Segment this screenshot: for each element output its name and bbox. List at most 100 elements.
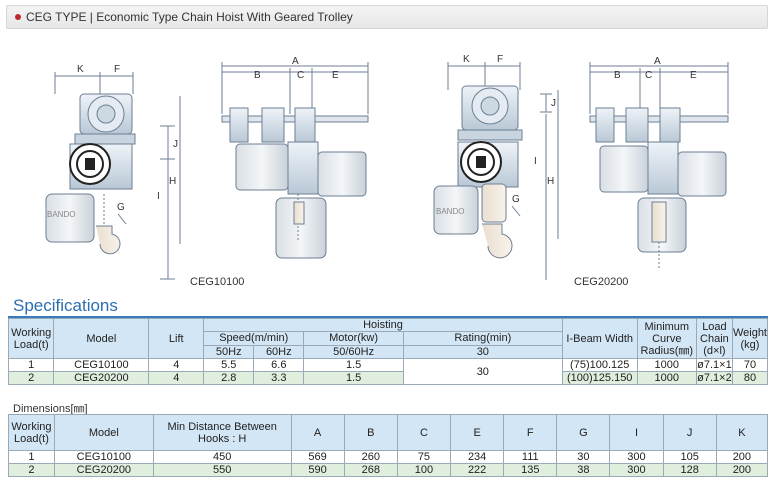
dims-cell: 222	[450, 463, 505, 477]
page-header: CEG TYPE | Economic Type Chain Hoist Wit…	[6, 5, 768, 29]
dims-cell: 569	[290, 450, 345, 464]
specifications-divider	[8, 316, 768, 318]
dims-header-e: E	[450, 414, 505, 451]
spec-cell-chain: ø7.1×2	[695, 371, 733, 385]
dims-cell: 135	[503, 463, 558, 477]
dims-header-k: K	[715, 414, 769, 451]
dim-label-h2: H	[547, 176, 554, 187]
dim-label-k: K	[77, 64, 84, 75]
side-view-ceg20200	[589, 62, 729, 270]
dims-row: 2 CEG20200 550 590 268 100 222 135 38 30…	[8, 463, 769, 477]
dims-cell: 100	[396, 463, 452, 477]
spec-header-ibeam: I-Beam Width	[561, 318, 638, 359]
spec-cell-ibeam: (100)125.150	[561, 371, 638, 385]
dimensions-title: Dimensions[㎜]	[13, 403, 88, 415]
dims-header-b: B	[343, 414, 398, 451]
dim-label-j2: J	[551, 98, 556, 109]
dim-label-b2: B	[614, 70, 621, 81]
dims-cell: 268	[343, 463, 398, 477]
dim-label-i2: I	[534, 156, 537, 167]
dim-label-f: F	[114, 64, 120, 75]
dims-cell: 30	[556, 450, 611, 464]
dims-cell: 200	[715, 463, 769, 477]
dim-label-k2: K	[463, 54, 470, 65]
dim-label-c1: C	[297, 70, 304, 81]
dim-label-i: I	[157, 191, 160, 202]
dims-header-model: Model	[53, 414, 154, 451]
brand-label-1: BANDO	[47, 210, 75, 219]
front-view-ceg10100	[45, 72, 181, 280]
dim-label-g: G	[117, 202, 125, 213]
spec-cell-50hz: 2.8	[203, 371, 255, 385]
dims-header-g: G	[556, 414, 611, 451]
spec-cell-60hz: 6.6	[253, 358, 305, 372]
hoist-drawings-svg: K F J I H G BANDO	[45, 54, 729, 280]
dims-cell: 300	[609, 463, 664, 477]
side-view-ceg10100	[221, 62, 369, 259]
spec-header-row-1: Working Load(t) Model Lift Hoisting I-Be…	[7, 317, 769, 359]
dims-header-row: Working Load(t) Model Min Distance Betwe…	[8, 414, 769, 451]
spec-cell-load: 2	[7, 371, 55, 385]
dims-cell: 590	[290, 463, 345, 477]
dimensions-table: Working Load(t) Model Min Distance Betwe…	[8, 414, 769, 477]
dims-cell: 234	[450, 450, 505, 464]
spec-header-50hz: 50Hz	[203, 344, 255, 360]
spec-header-60hz: 60Hz	[253, 344, 305, 360]
spec-cell-weight: 70	[731, 358, 769, 372]
spec-cell-model: CEG10100	[53, 358, 150, 372]
spec-header-rating: Rating(min)	[402, 331, 563, 346]
dim-label-f2: F	[497, 54, 503, 65]
dim-label-g2: G	[512, 194, 520, 205]
dim-label-c2: C	[645, 70, 652, 81]
dims-header-load: Working Load(t)	[8, 414, 55, 451]
spec-cell-weight: 80	[731, 371, 769, 385]
spec-row: 2 CEG20200 4 2.8 3.3 1.5 (100)125.150 10…	[7, 371, 769, 385]
drawing-caption-2: CEG20200	[574, 276, 629, 288]
dim-label-a2: A	[654, 56, 661, 67]
spec-cell-load: 1	[7, 358, 55, 372]
spec-cell-ibeam: (75)100.125	[561, 358, 638, 372]
dims-header-c: C	[396, 414, 452, 451]
specifications-title: Specifications	[13, 296, 118, 315]
dim-label-j: J	[173, 139, 178, 150]
dims-cell: 200	[715, 450, 769, 464]
spec-cell-curve: 1000	[636, 371, 697, 385]
spec-cell-model: CEG20200	[53, 371, 150, 385]
dims-cell: 111	[503, 450, 558, 464]
specifications-table: Working Load(t) Model Lift Hoisting I-Be…	[7, 317, 769, 385]
spec-cell-motor: 1.5	[303, 358, 404, 372]
spec-header-speed: Speed(m/min)	[203, 331, 305, 346]
dims-header-h: Min Distance Between Hooks : H	[152, 414, 292, 451]
spec-header-hoisting: Hoisting	[203, 317, 563, 333]
drawing-caption-1: CEG10100	[190, 276, 245, 288]
dims-cell: CEG10100	[53, 450, 154, 464]
dims-cell: 1	[8, 450, 55, 464]
spec-cell-60hz: 3.3	[253, 371, 305, 385]
spec-cell-chain: ø7.1×1	[695, 358, 733, 372]
spec-cell-lift: 4	[148, 358, 205, 372]
spec-header-motor: Motor(kw)	[303, 331, 404, 346]
dims-cell: 128	[662, 463, 717, 477]
spec-cell-rating: 30	[402, 358, 563, 385]
dim-label-e2: E	[690, 70, 697, 81]
dims-header-a: A	[290, 414, 345, 451]
spec-header-load-chain: Load Chain (d×l)	[695, 318, 733, 359]
spec-cell-curve: 1000	[636, 358, 697, 372]
page-title: CEG TYPE | Economic Type Chain Hoist Wit…	[26, 10, 353, 24]
spec-header-weight: Weight (kg)	[731, 318, 769, 359]
spec-header-load: Working Load(t)	[7, 318, 55, 359]
spec-row: 1 CEG10100 4 5.5 6.6 1.5 30 (75)100.125 …	[7, 358, 769, 385]
dims-cell: 450	[152, 450, 292, 464]
dims-cell: 550	[152, 463, 292, 477]
front-view-ceg20200	[433, 62, 559, 280]
dim-label-h: H	[169, 176, 176, 187]
dim-label-e1: E	[332, 70, 339, 81]
dims-cell: CEG20200	[53, 463, 154, 477]
technical-drawings: K F J I H G BANDO	[0, 34, 774, 290]
dim-label-a1: A	[292, 56, 299, 67]
spec-cell-motor: 1.5	[303, 371, 404, 385]
dims-cell: 105	[662, 450, 717, 464]
dims-row: 1 CEG10100 450 569 260 75 234 111 30 300…	[8, 450, 769, 464]
dims-cell: 260	[343, 450, 398, 464]
spec-header-rating-sub: 30	[402, 344, 563, 360]
